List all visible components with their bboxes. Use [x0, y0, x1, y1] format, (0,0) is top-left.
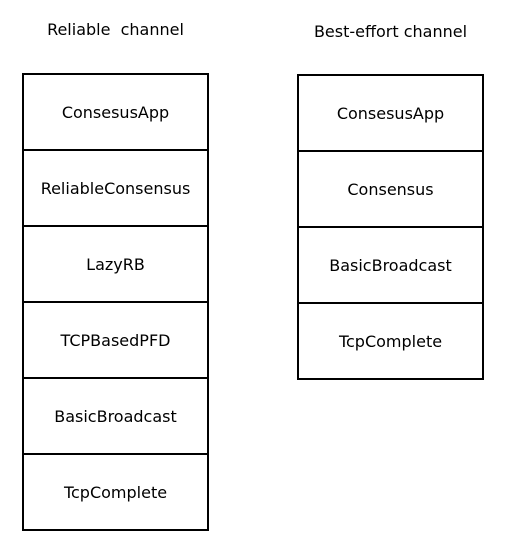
layer-basic-broadcast: BasicBroadcast — [24, 377, 207, 453]
layer-reliable-consensus: ReliableConsensus — [24, 149, 207, 225]
layer-basic-broadcast: BasicBroadcast — [299, 226, 482, 302]
best-effort-channel-title: Best-effort channel — [313, 22, 468, 41]
layer-tcp-complete: TcpComplete — [24, 453, 207, 529]
layer-lazy-rb: LazyRB — [24, 225, 207, 301]
reliable-channel-stack: ConsesusApp ReliableConsensus LazyRB TCP… — [22, 73, 209, 531]
layer-tcp-complete: TcpComplete — [299, 302, 482, 378]
layer-consesus-app: ConsesusApp — [24, 73, 207, 149]
layer-consensus: Consensus — [299, 150, 482, 226]
best-effort-channel-stack: ConsesusApp Consensus BasicBroadcast Tcp… — [297, 74, 484, 380]
layer-tcp-based-pfd: TCPBasedPFD — [24, 301, 207, 377]
reliable-channel-title: Reliable channel — [47, 20, 184, 39]
layer-consesus-app: ConsesusApp — [299, 74, 482, 150]
